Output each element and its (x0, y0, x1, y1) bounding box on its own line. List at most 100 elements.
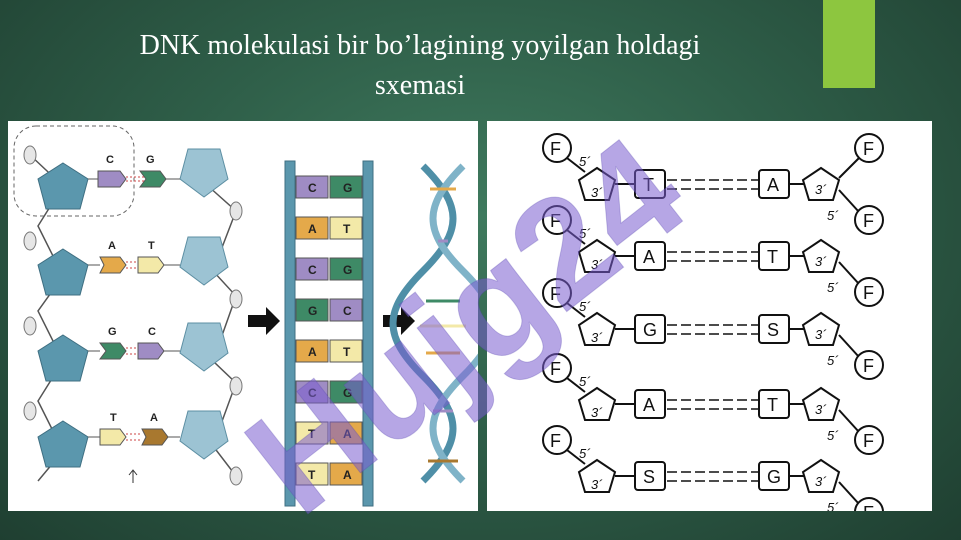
sugar-pentagon (577, 238, 617, 273)
ladder-base-letter: A (343, 427, 352, 441)
ladder-base-letter: T (308, 427, 316, 441)
ladder-base-left (295, 175, 329, 199)
pointer-arrow-icon (128, 469, 138, 483)
ladder-base-left (295, 421, 329, 445)
base-adenine (99, 256, 127, 274)
ladder-base-left (295, 339, 329, 363)
prime3-label: 3´ (815, 254, 827, 269)
ladder-rail-left (284, 160, 296, 507)
sugar-pentagon (37, 162, 89, 210)
base-letter: C (148, 326, 156, 338)
base-letter: A (643, 247, 655, 267)
sugar-pentagon (801, 238, 841, 273)
phosphate-label: F (863, 431, 874, 451)
ladder-base-letter: T (308, 468, 316, 482)
sugar-pentagon (577, 311, 617, 346)
prime3-label: 3´ (591, 330, 603, 345)
prime3-label: 3´ (591, 477, 603, 492)
ladder-base-letter: T (343, 222, 351, 236)
phosphate-circle (542, 133, 572, 163)
phosphate-circle (542, 205, 572, 235)
ladder-base-right (329, 298, 363, 322)
base-guanine (99, 342, 127, 360)
sugar-pentagon (37, 248, 89, 296)
phosphate-label: F (863, 503, 874, 511)
accent-bar (823, 0, 875, 88)
ladder-base-letter: A (343, 468, 352, 482)
sugar-pentagon (37, 420, 89, 468)
prime5-label: 5´ (579, 226, 591, 241)
prime5-label: 5´ (827, 280, 839, 295)
base-letter: T (148, 240, 155, 252)
base-letter: T (767, 395, 778, 415)
sugar-pentagon (179, 410, 229, 460)
base-cytosine (97, 170, 127, 188)
phosphate-label: F (550, 431, 561, 451)
ladder-base-right (329, 462, 363, 486)
base-cytosine (137, 342, 165, 360)
slide-title-line2: sxemasi (374, 70, 466, 101)
ladder-base-letter: G (343, 181, 352, 195)
sugar-pentagon (37, 334, 89, 382)
ladder-base-right (329, 175, 363, 199)
phosphate-label: F (863, 211, 874, 231)
sugar-pentagon (801, 386, 841, 421)
highlight-box (13, 125, 135, 217)
base-letter: G (643, 320, 657, 340)
base-box-left (634, 389, 666, 419)
phosphate-circle (542, 353, 572, 383)
phosphate-label: F (550, 211, 561, 231)
phosphate-label: F (550, 139, 561, 159)
ladder-base-letter: C (308, 263, 317, 277)
phosphate-circle (854, 277, 884, 307)
sugar-pentagon (801, 311, 841, 346)
base-box-left (634, 314, 666, 344)
base-thymine (137, 256, 165, 274)
ladder-base-left (295, 298, 329, 322)
prime3-label: 3´ (815, 327, 827, 342)
phosphate-circle (542, 425, 572, 455)
phosphate-label: F (550, 359, 561, 379)
ladder-base-left (295, 257, 329, 281)
base-box-left (634, 241, 666, 271)
ladder-base-letter: A (308, 222, 317, 236)
base-letter: A (150, 412, 158, 424)
phosphate-circle (23, 401, 37, 421)
ladder-rail-right (362, 160, 374, 507)
base-guanine (139, 170, 167, 188)
base-letter: T (110, 412, 117, 424)
prime5-label: 5´ (827, 428, 839, 443)
phosphate-circle (23, 231, 37, 251)
ladder-base-right (329, 216, 363, 240)
prime3-label: 3´ (815, 474, 827, 489)
ladder-base-right (329, 257, 363, 281)
phosphate-circle (23, 145, 37, 165)
prime5-label: 5´ (579, 446, 591, 461)
ladder-base-left (295, 380, 329, 404)
base-letter: A (643, 395, 655, 415)
sugar-pentagon (179, 322, 229, 372)
phosphate-label: F (863, 356, 874, 376)
prime3-label: 3´ (815, 182, 827, 197)
ladder-base-left (295, 462, 329, 486)
phosphate-circle (229, 201, 243, 221)
base-adenine (141, 428, 169, 446)
ladder-base-letter: G (308, 304, 317, 318)
ladder-base-left (295, 216, 329, 240)
ladder-base-letter: A (308, 345, 317, 359)
prime5-label: 5´ (579, 154, 591, 169)
phosphate-circle (854, 205, 884, 235)
sugar-pentagon (179, 236, 229, 286)
phosphate-circle (854, 350, 884, 380)
